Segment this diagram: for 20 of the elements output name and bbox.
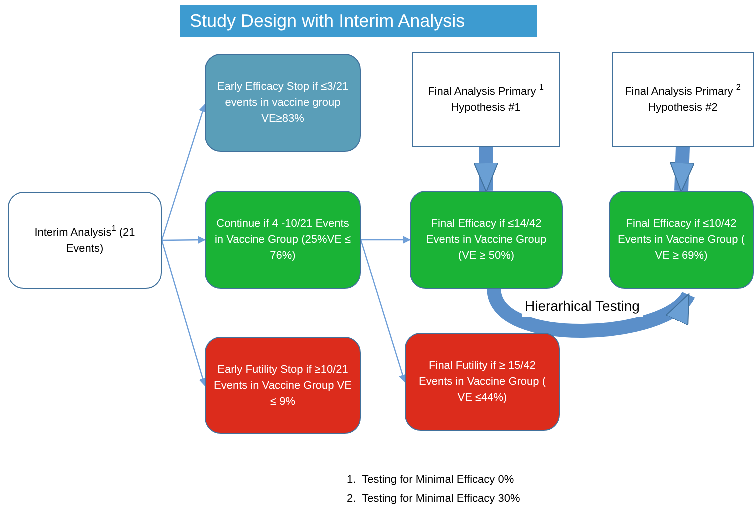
outcome-box: Early Futility Stop if ≥10/21 Events in Vaccine Group VE ≤ 9% <box>205 337 361 434</box>
outcome-box: Final Futility if ≥ 15/42 Events in Vaccine Group ( VE ≤44%) <box>405 333 560 431</box>
block-arrow <box>474 146 499 192</box>
analysis-box: Final Analysis Primary $^{1}$ Hypothesis #1 <box>412 52 560 147</box>
process-box: Interim Analysis$^{1}$ (21 Events) <box>8 192 162 289</box>
outcome-box: Final Efficacy if ≤14/42 Events in Vaccine Group (VE ≥ 50%) <box>410 191 563 289</box>
outcome-box: Early Efficacy Stop if ≤3/21 events in vaccine group VE≥83% <box>205 54 361 152</box>
arrow <box>161 104 207 241</box>
block-arrow <box>670 146 695 192</box>
block-arrow <box>487 287 694 338</box>
outcome-box: Continue if 4 -10/21 Events in Vaccine Group (25%VE ≤ 76%) <box>205 191 361 289</box>
footnote: 2. Testing for Minimal Efficacy 30% <box>347 492 520 506</box>
arrow <box>161 240 207 386</box>
arrow <box>361 236 411 244</box>
title-banner: Study Design with Interim Analysis <box>180 5 537 37</box>
analysis-box: Final Analysis Primary $^{2}$ Hypothesis #2 <box>612 52 754 147</box>
outcome-box: Final Efficacy if ≤10/42 Events in Vaccine Group ( VE ≥ 69%) <box>609 191 754 289</box>
arrow <box>360 240 407 383</box>
footnote: 1. Testing for Minimal Efficacy 0% <box>347 473 516 488</box>
arrow <box>162 236 206 244</box>
